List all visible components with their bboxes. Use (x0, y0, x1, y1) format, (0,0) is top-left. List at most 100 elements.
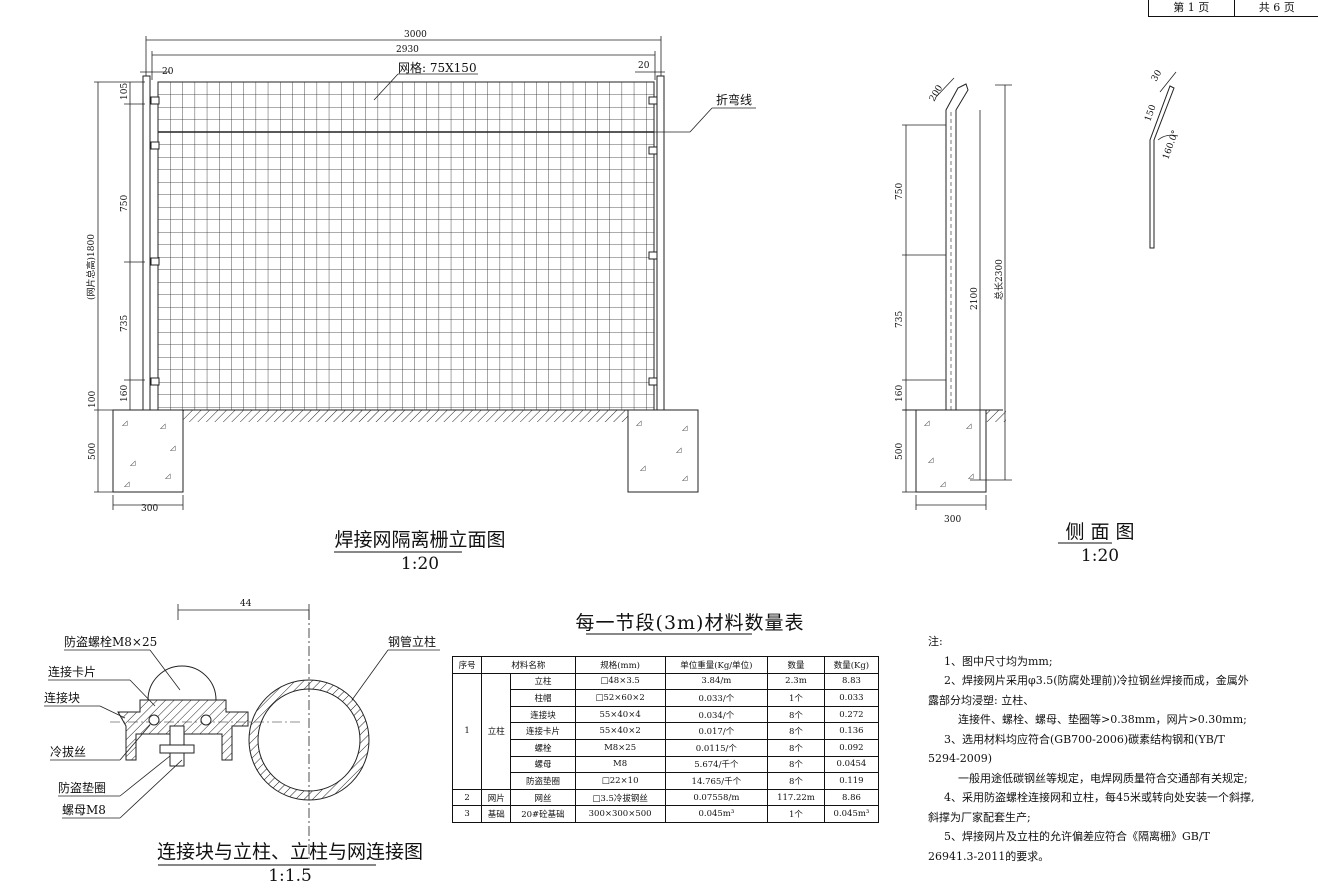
table-cell: M8×25 (574, 738, 666, 757)
svg-text:◿: ◿ (165, 472, 171, 480)
ground-hatch (183, 410, 628, 422)
note-line: 5、焊接网片及立柱的允许偏差应符合《隔离栅》GB/T (944, 830, 1210, 843)
table-cell: 14.765/千个 (664, 772, 769, 790)
table-header: 序号 (451, 656, 483, 674)
table-cell: 0.045m³ (664, 805, 769, 823)
table-cell: 连接卡片 (510, 722, 576, 740)
table-cell: 2.3m (767, 672, 825, 691)
svg-text:◿: ◿ (636, 419, 642, 427)
note-line: 2、焊接网片采用φ3.5(防腐处理前)冷拉钢丝焊接而成，金属外 (944, 674, 1249, 687)
table-cell: 网丝 (510, 788, 576, 807)
label-nut: 螺母M8 (62, 803, 106, 817)
table-header: 数量(Kg) (823, 656, 880, 674)
side-dim-300: 300 (944, 515, 961, 525)
note-line: 5294-2009) (928, 752, 992, 765)
table-cell: 0.033 (823, 689, 880, 707)
svg-text:◿: ◿ (122, 419, 128, 427)
table-cell: 网片 (481, 788, 512, 807)
table-cell: 防盗垫圈 (510, 772, 576, 790)
note-line: 3、选用材料均应符合(GB700-2006)碳素结构钢和(YB/T (944, 732, 1225, 746)
dim-left-gap: 20 (162, 67, 174, 77)
table-cell: 0.0454 (823, 755, 880, 774)
table-row: 螺母 M8 5.674/千个 8个 0.0454 (453, 755, 880, 774)
dim-100: 100 (88, 391, 98, 408)
table-row: 1 立柱 立柱 □48×3.5 3.84/m 2.3m 8.83 (451, 672, 880, 790)
table-cell: 0.07558/m (664, 788, 769, 807)
label-washer: 防盗垫圈 (58, 780, 106, 795)
svg-text:◿: ◿ (966, 422, 972, 430)
table-cell: 1个 (767, 689, 825, 707)
dim-735: 735 (120, 315, 130, 332)
svg-text:◿: ◿ (940, 480, 946, 488)
table-header: 单位重量(Kg/单位) (664, 656, 769, 674)
connection-title: 连接块与立柱、立柱与网连接图 (156, 841, 423, 863)
svg-text:◿: ◿ (160, 422, 166, 430)
elevation-scale: 1:20 (400, 554, 440, 574)
left-footing (112, 409, 184, 493)
table-cell: 基础 (481, 805, 512, 823)
side-detail-30: 30 (1150, 68, 1165, 83)
side-caption: 侧 面 图 1:20 (1040, 520, 1160, 568)
dim-300: 300 (141, 504, 158, 514)
svg-text:◿: ◿ (130, 459, 136, 467)
connection-detail: 44 防盗螺栓M8×25 连接卡片 连接块 冷拔丝 防盗垫圈 螺母M8 钢管立柱 (44, 599, 440, 860)
table-cell: 20#砼基础 (510, 805, 576, 823)
svg-text:◿: ◿ (924, 419, 930, 427)
table-cell: 117.22m (767, 788, 825, 807)
table-cell: 0.034/个 (664, 705, 769, 724)
side-dim-500: 500 (895, 443, 905, 460)
table-row: 防盗垫圈 □22×10 14.765/千个 8个 0.119 (453, 772, 880, 790)
note-line: 一般用途低碳钢丝等规定，电焊网质量符合交通部有关规定; (958, 771, 1248, 785)
table-cell: 1 (451, 672, 483, 790)
table-cell: □52×60×2 (574, 689, 666, 707)
svg-text:◿: ◿ (682, 474, 688, 482)
table-cell: 0.033/个 (664, 689, 769, 707)
table-cell: 8个 (767, 755, 825, 774)
dim-160: 160 (120, 385, 130, 402)
table-cell: 0.119 (823, 772, 880, 790)
table-cell: 55×40×4 (574, 705, 666, 724)
table-header: 规格(mm) (574, 656, 666, 674)
dim-height: (网片总高)1800 (85, 234, 97, 300)
post-clips (150, 96, 658, 386)
table-row: 连接卡片 55×40×2 0.017/个 8个 0.136 (453, 722, 880, 740)
table-cell: 0.017/个 (664, 722, 769, 740)
table-header: 数量 (767, 656, 825, 674)
side-dim-750: 750 (895, 183, 905, 200)
bend-label: 折弯线 (716, 92, 752, 107)
elevation-view: ◿◿◿ ◿◿◿ ◿◿◿ ◿◿ 3000 2930 20 20 网格: 75 (85, 30, 756, 514)
side-dim-200: 200 (928, 83, 945, 103)
svg-text:◿: ◿ (676, 446, 682, 454)
dim-right-gap: 20 (638, 61, 650, 71)
side-view: ◿◿◿ ◿◿ 200 750 735 160 500 2100 总长2300 3… (895, 68, 1181, 525)
note-line: 斜撑为厂家配套生产; (928, 810, 1031, 824)
table-cell: 1个 (767, 805, 825, 823)
table-header: 材料名称 (481, 656, 576, 674)
table-row: 连接块 55×40×4 0.034/个 8个 0.272 (453, 705, 880, 724)
svg-text:◿: ◿ (640, 464, 646, 472)
material-table: 序号 材料名称 规格(mm) 单位重量(Kg/单位) 数量 数量(Kg) 1 立… (451, 656, 880, 823)
label-cold-wire: 冷拔丝 (50, 744, 86, 759)
page-indicator: 第 1 页 共 6 页 (1148, 0, 1318, 17)
dim-3000: 3000 (404, 30, 427, 40)
table-cell: 5.674/千个 (664, 755, 769, 774)
side-dim-160: 160 (895, 385, 905, 402)
table-cell: 0.272 (823, 705, 880, 724)
table-cell: 8个 (767, 722, 825, 740)
notes-head: 注: (928, 635, 943, 648)
note-line: 4、采用防盗螺栓连接网和立柱，每45米或转向处安装一个斜撑, (944, 791, 1255, 804)
table-cell: 3 (451, 805, 483, 823)
side-detail-150: 150 (1143, 103, 1158, 123)
table-cell: 8.86 (823, 788, 880, 807)
page-total: 共 6 页 (1258, 1, 1295, 14)
svg-text:◿: ◿ (928, 456, 934, 464)
side-scale: 1:20 (1080, 546, 1120, 566)
svg-text:◿: ◿ (124, 480, 130, 488)
connection-dim-44: 44 (240, 599, 252, 609)
table-cell: 立柱 (510, 672, 576, 691)
table-cell: □48×3.5 (574, 672, 666, 691)
table-cell: 8个 (767, 772, 825, 790)
table-cell: 0.045m³ (823, 805, 880, 823)
label-anti-theft-bolt: 防盗螺栓M8×25 (64, 634, 157, 649)
